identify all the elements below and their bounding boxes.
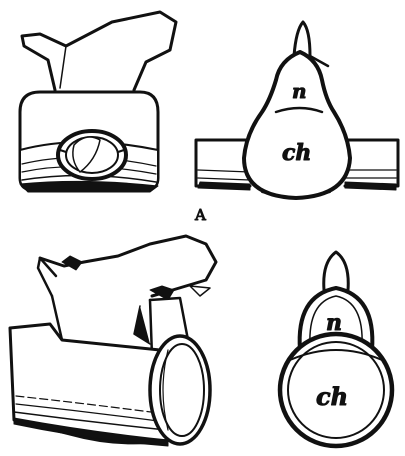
figure-caption: A: [194, 206, 206, 224]
top-right-vertebra-anterior: [196, 22, 398, 198]
label-top-chorda: ch: [282, 140, 311, 166]
bottom-left-vertebra-oblique: [10, 236, 216, 446]
bottom-right-vertebra-anterior: [280, 252, 392, 446]
label-bottom-neural: n: [326, 310, 342, 336]
label-top-neural: n: [292, 79, 307, 103]
top-left-vertebra-lateral: [20, 12, 176, 192]
label-bottom-chorda: ch: [316, 382, 348, 411]
